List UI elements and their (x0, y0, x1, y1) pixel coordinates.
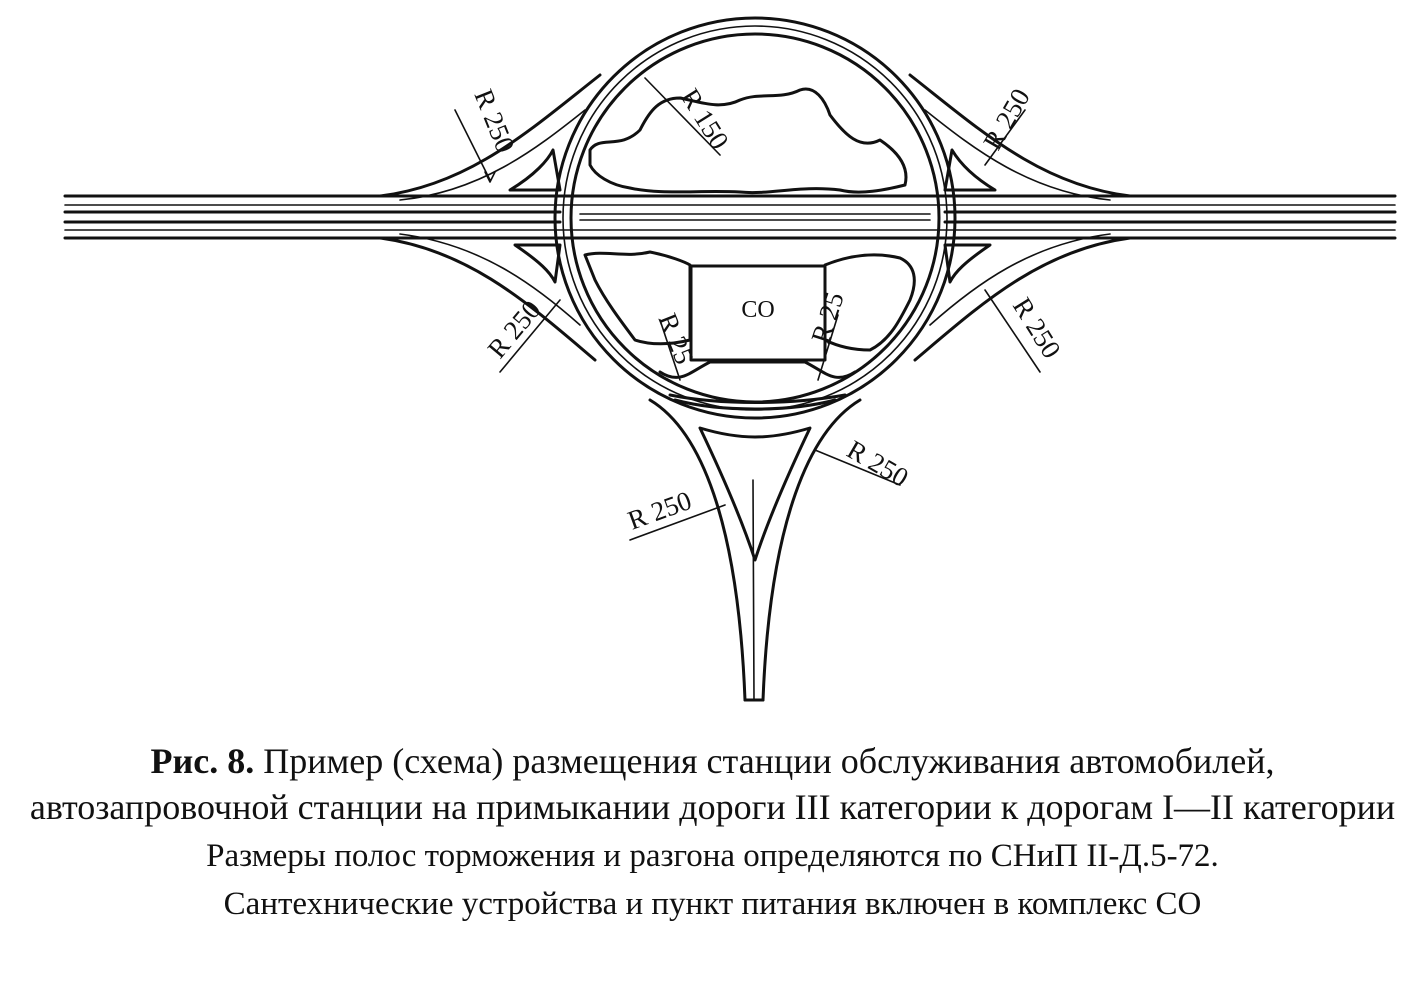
radius-label-lower-left: R 250 (482, 295, 547, 364)
interchange-diagram: СО R 250 R 250 R 250 R 250 R 150 R 25 R … (63, 16, 1397, 702)
radius-label-upper-right: R 250 (977, 83, 1036, 155)
service-station-label: СО (741, 297, 774, 323)
dimension-lines (454, 77, 1041, 541)
radius-label-upper-left: R 250 (468, 85, 520, 157)
radius-label-entry-left: R 25 (652, 309, 699, 368)
caption-prefix: Рис. 8. (150, 741, 255, 781)
caption-text: Пример (схема) размещения станции обслуж… (29, 741, 1396, 827)
caption-note-2: Сантехнические устройства и пункт питани… (223, 886, 1202, 922)
radius-label-lower-right: R 250 (1007, 292, 1067, 363)
caption-note-1: Размеры полос торможения и разгона опред… (206, 838, 1219, 874)
figure-caption: Рис. 8. Пример (схема) размещения станци… (20, 738, 1405, 926)
radius-label-stem-right: R 250 (842, 434, 914, 493)
caption-main: Рис. 8. Пример (схема) размещения станци… (20, 738, 1405, 830)
ring-road (553, 16, 957, 420)
landscape-areas (583, 87, 916, 352)
radius-label-stem-left: R 250 (624, 485, 696, 536)
main-highway (63, 194, 1397, 240)
radius-label-entry-right: R 25 (805, 288, 850, 347)
category-iii-road (648, 398, 862, 702)
ramps (378, 73, 1132, 362)
